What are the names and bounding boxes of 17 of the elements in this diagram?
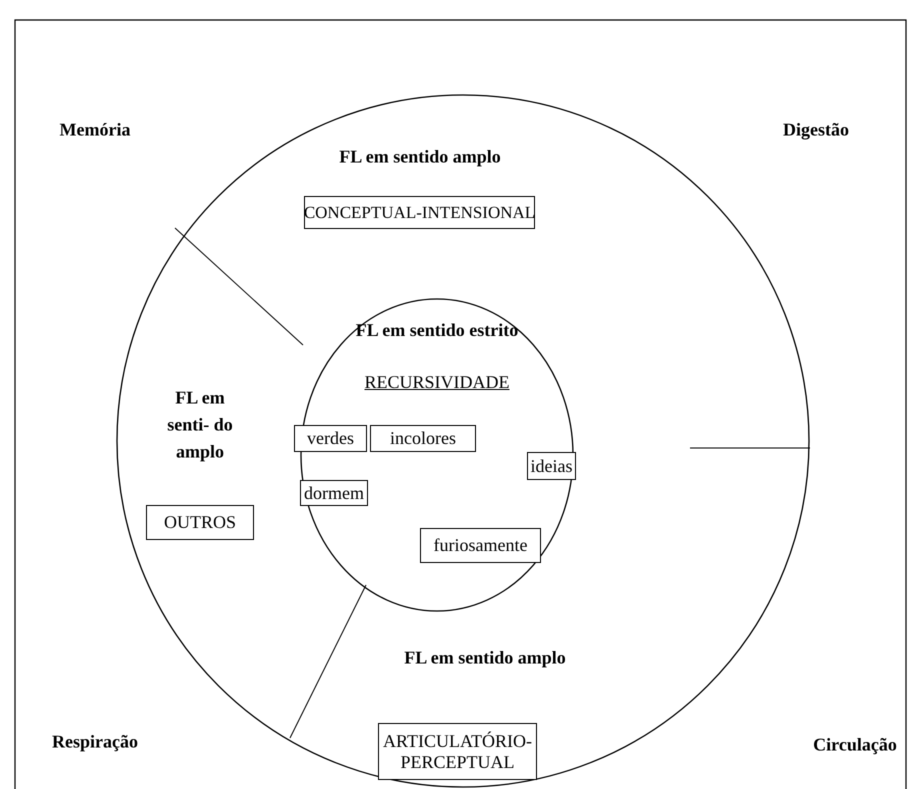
region-heading: FL em sentido amplo [404,646,566,670]
function-label: Memória [60,118,130,142]
function-label: Respiração [52,730,138,754]
word-box: CONCEPTUAL-INTENSIONAL [304,196,535,229]
circle-subheading: RECURSIVIDADE [363,372,510,393]
word-box: dormem [300,480,368,506]
word-box: incolores [370,425,476,452]
word-box: verdes [294,425,367,452]
region-heading: FL em sentido amplo [339,146,501,168]
function-label: Digestão [783,118,849,142]
word-box: OUTROS [146,505,254,540]
word-box: ideias [527,452,576,480]
word-box: ARTICULATÓRIO- PERCEPTUAL [378,723,537,780]
word-box: furiosamente [420,528,541,563]
circle-heading: FL em sentido estrito [354,320,520,341]
region-heading: FL em senti- do amplo [166,386,234,464]
function-label: Circulação [813,734,897,756]
